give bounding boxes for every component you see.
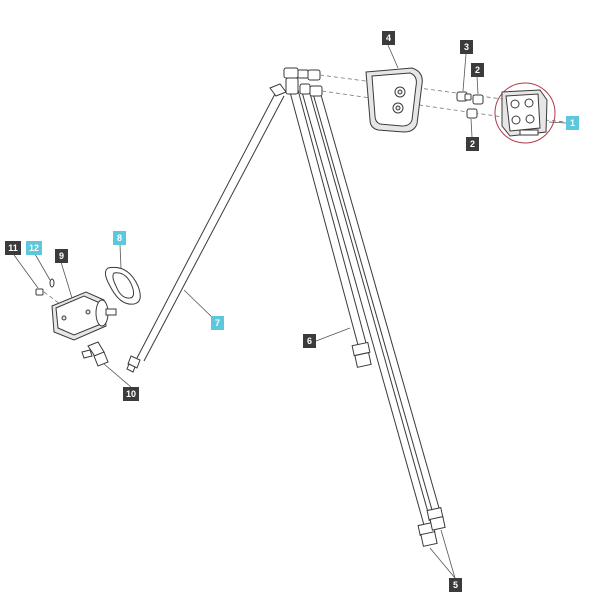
assembly-line-upper (319, 74, 511, 101)
callout-4: 4 (382, 31, 395, 45)
fitting-2-upper (472, 94, 484, 105)
valve-block-1 (501, 89, 548, 137)
callout-8: 8 (113, 231, 126, 245)
leader-2b (470, 118, 473, 138)
highlight-circle-1 (494, 82, 556, 144)
elbow-fitting-10 (81, 341, 109, 367)
nut-11 (35, 288, 44, 296)
callout-10: 10 (123, 387, 139, 401)
svg-text:3: 3 (464, 42, 469, 52)
svg-text:8: 8 (117, 233, 122, 243)
leader-10 (103, 363, 132, 388)
callout-12: 12 (26, 241, 42, 255)
callout-1: 1 (566, 116, 579, 130)
svg-text:11: 11 (8, 243, 18, 253)
leader-3 (462, 53, 467, 92)
fitting-3 (456, 91, 472, 102)
callout-2-lower: 2 (466, 137, 479, 151)
svg-text:6: 6 (307, 336, 312, 346)
callout-6: 6 (303, 334, 316, 348)
svg-text:2: 2 (475, 65, 480, 75)
washer-12 (49, 278, 55, 288)
hose-6 (289, 89, 372, 368)
mounting-plate-4 (365, 67, 423, 133)
leader-12 (34, 253, 51, 281)
hose-7 (126, 83, 287, 373)
callout-3: 3 (460, 40, 473, 54)
callout-2-upper: 2 (471, 63, 484, 77)
leader-5a (429, 547, 456, 579)
leader-4 (387, 44, 399, 69)
hydraulic-pump-9 (51, 291, 117, 341)
svg-text:12: 12 (29, 243, 39, 253)
leader-2a (476, 75, 479, 95)
hose-5-a (301, 89, 438, 547)
gasket-8 (104, 266, 141, 305)
fitting-2-lower (466, 108, 478, 119)
callout-5: 5 (449, 578, 462, 592)
svg-text:9: 9 (59, 251, 64, 261)
callout-11: 11 (5, 241, 21, 255)
svg-text:2: 2 (470, 139, 475, 149)
assembly-line-pump (43, 291, 61, 305)
leader-11 (13, 254, 39, 289)
svg-text:5: 5 (453, 580, 458, 590)
svg-text:1: 1 (570, 118, 575, 128)
hose-5-b (311, 87, 446, 531)
leader-8 (119, 244, 122, 269)
leader-6 (315, 327, 351, 342)
leader-9 (60, 261, 73, 299)
leader-5b (440, 529, 456, 579)
hose-top-fittings (283, 67, 323, 97)
leader-1 (548, 121, 567, 124)
assembly-line-right (544, 119, 567, 123)
svg-text:4: 4 (386, 33, 391, 43)
leader-7 (183, 289, 217, 322)
svg-text:7: 7 (215, 318, 220, 328)
callout-7: 7 (211, 316, 224, 330)
svg-text:10: 10 (126, 389, 136, 399)
callout-9: 9 (55, 249, 68, 263)
